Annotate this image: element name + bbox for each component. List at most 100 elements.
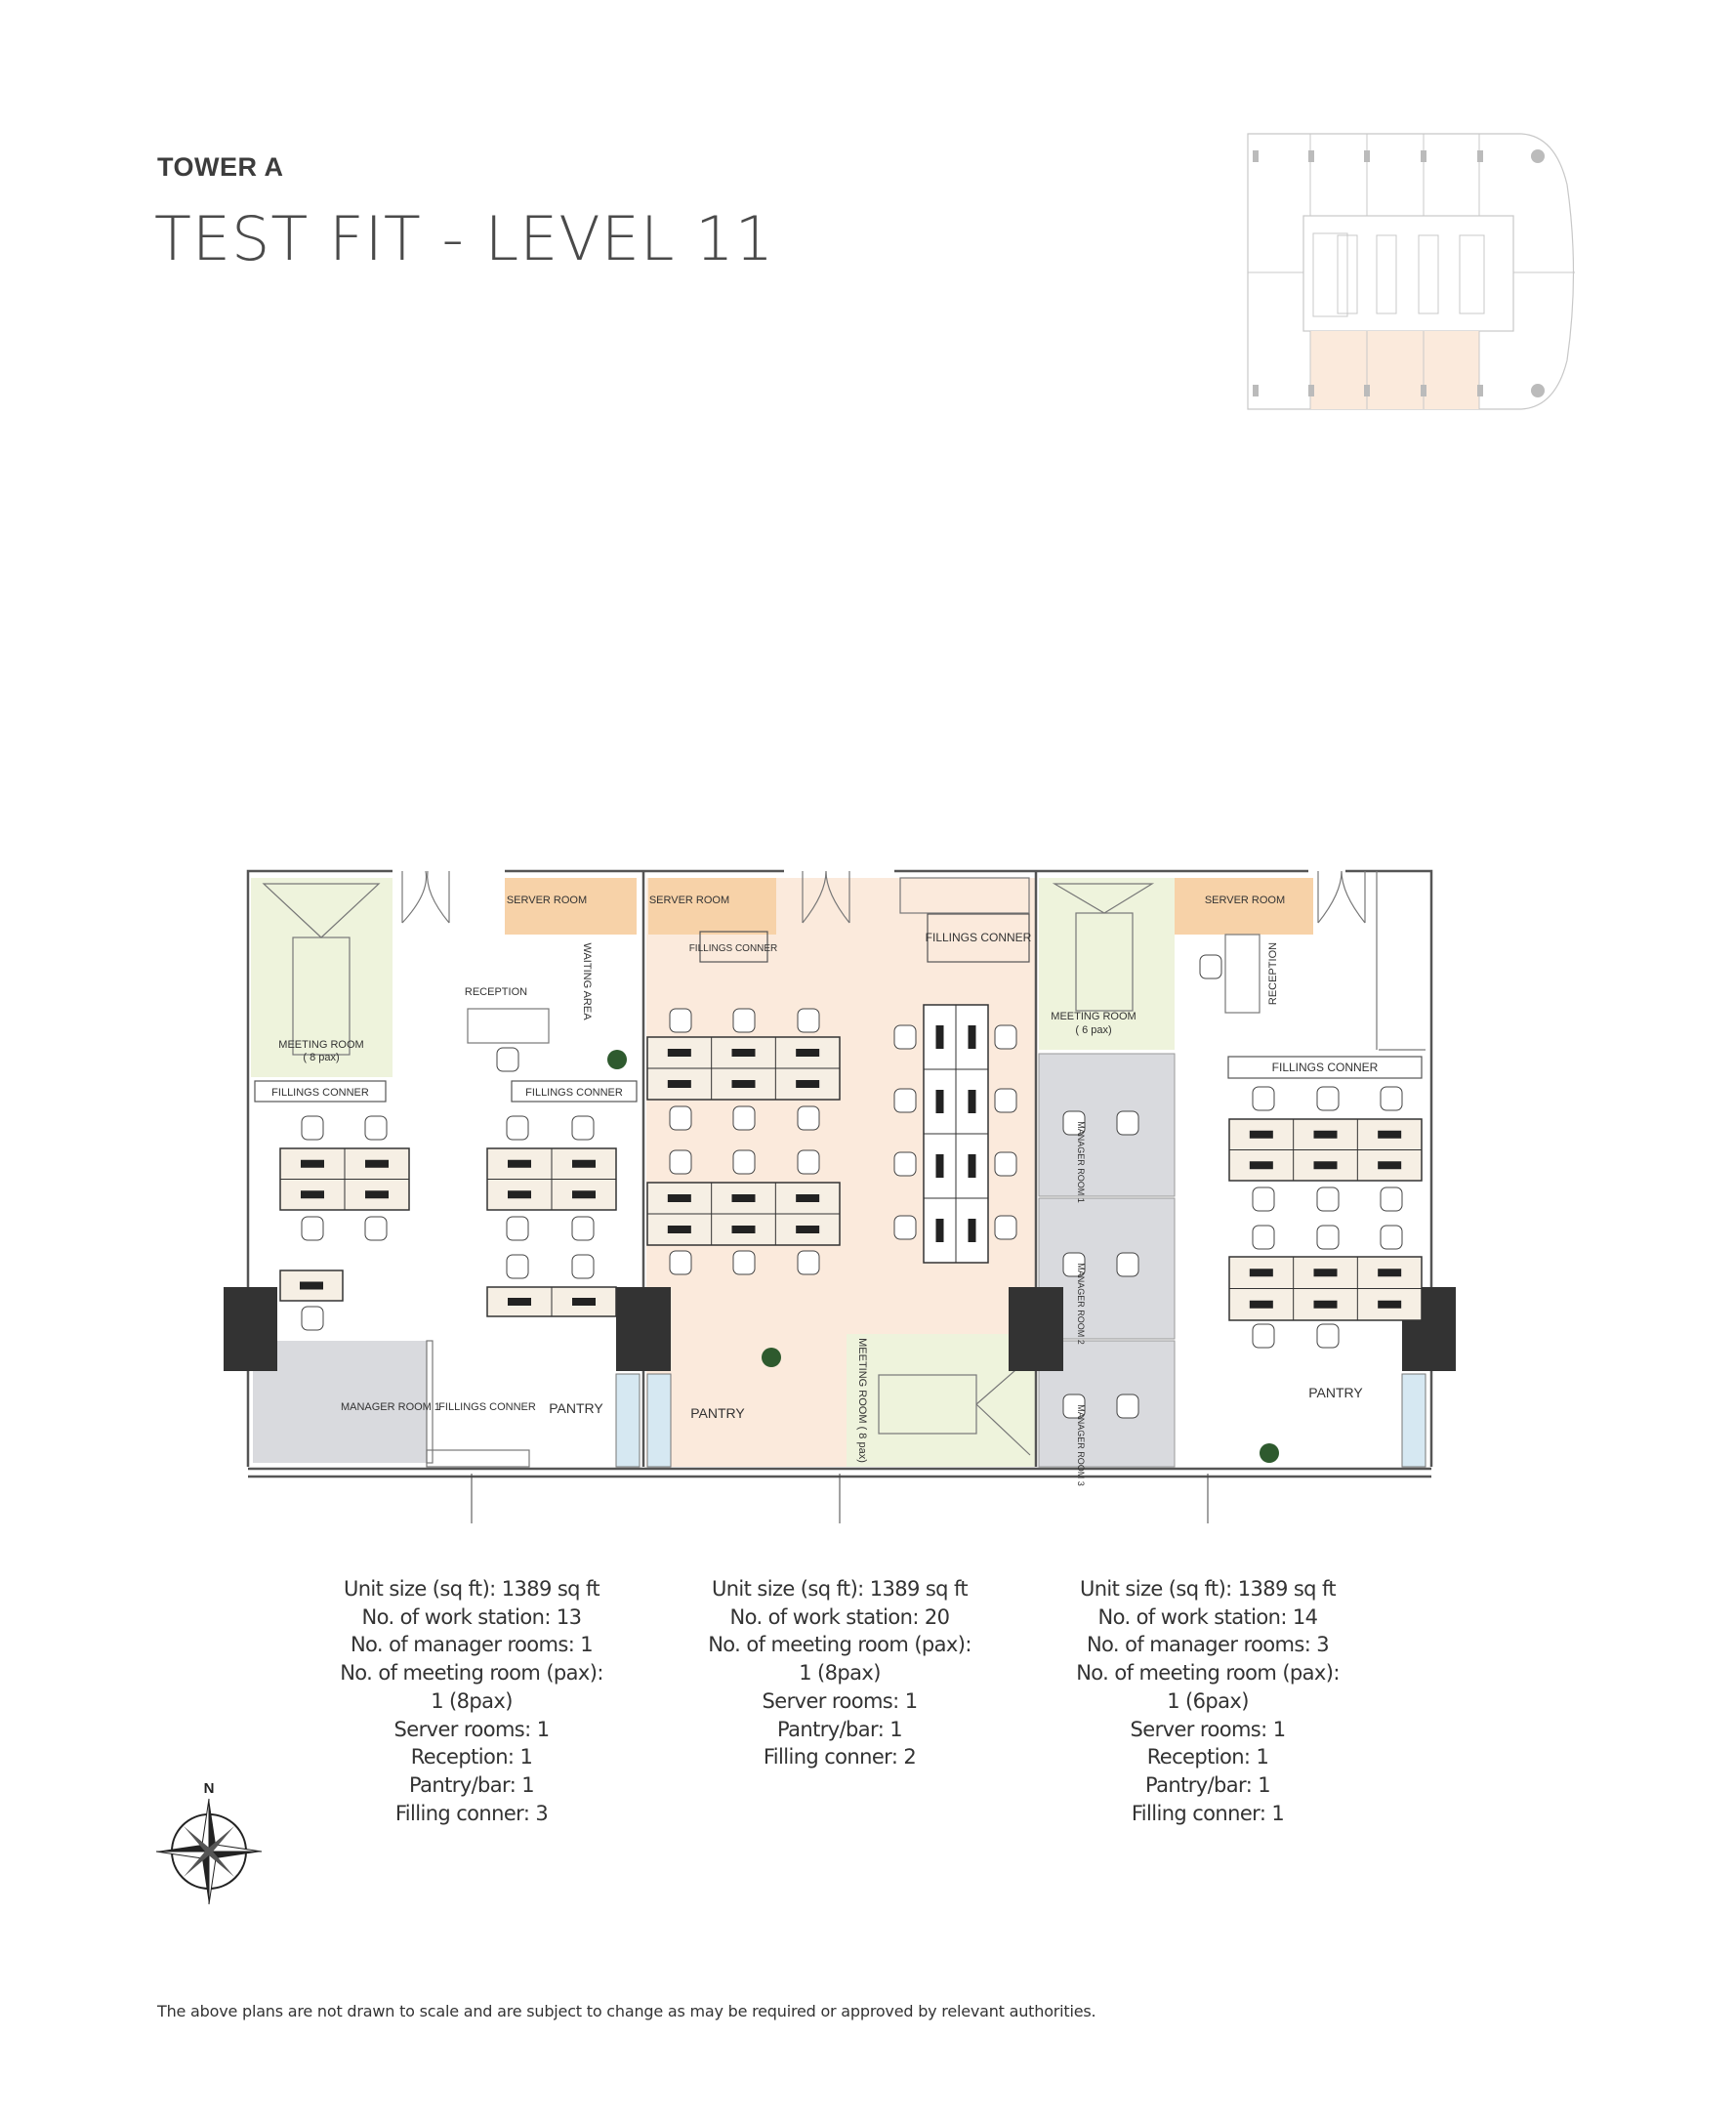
label-meeting-pax: ( 8 pax) (303, 1052, 339, 1063)
label-server-room: SERVER ROOM (1205, 895, 1285, 906)
right-manager-room-1 (1038, 1053, 1176, 1197)
chair-icon (1062, 1110, 1086, 1136)
floor-plan: MEETING ROOM ( 8 pax) SERVER ROOM RECEPT… (224, 869, 1456, 1523)
unit-info-line: 1 (6pax) (1167, 1688, 1249, 1713)
chair-icon (506, 1216, 529, 1241)
workstation-cluster (923, 1004, 989, 1264)
plant-icon (762, 1348, 781, 1367)
unit-info-line: Pantry/bar: 1 (408, 1772, 535, 1797)
column (616, 1287, 671, 1371)
column (1009, 1287, 1063, 1371)
workstation-cluster (1228, 1256, 1423, 1321)
page-title: TEST FIT - LEVEL 11 (154, 203, 775, 274)
unit-info-line: Filling conner: 2 (763, 1745, 917, 1769)
chair-icon (506, 1115, 529, 1141)
chair-icon (571, 1216, 595, 1241)
label-fillings-conner: FILLINGS CONNER (525, 1087, 623, 1099)
chair-icon (732, 1105, 756, 1131)
compass-north-label: N (204, 1780, 215, 1797)
unit-info-line: Filling conner: 3 (394, 1801, 549, 1825)
label-waiting-area: WAITING AREA (581, 942, 593, 1020)
chair-icon (994, 1088, 1017, 1113)
label-fillings-conner: FILLINGS CONNER (271, 1087, 369, 1099)
label-fillings-conner: FILLINGS CONNER (438, 1401, 536, 1413)
unit-info-line: No. of meeting room (pax): (340, 1661, 603, 1686)
chair-icon (669, 1250, 692, 1275)
chair-icon (669, 1008, 692, 1033)
chair-icon (994, 1024, 1017, 1050)
label-pantry: PANTRY (549, 1400, 603, 1416)
chair-icon (571, 1115, 595, 1141)
unit-info-line: No. of manager rooms: 1 (350, 1633, 594, 1657)
chair-icon (797, 1105, 820, 1131)
chair-icon (1252, 1086, 1275, 1111)
unit-info-line: Pantry/bar: 1 (776, 1717, 903, 1741)
chair-icon (1316, 1323, 1340, 1349)
chair-icon (994, 1215, 1017, 1240)
chair-icon (669, 1105, 692, 1131)
unit-info-line: Unit size (sq ft): 1389 sq ft (343, 1577, 600, 1601)
middle-meeting-room (847, 1334, 1036, 1467)
chair-icon (1252, 1323, 1275, 1349)
workstation-cluster (646, 1182, 841, 1246)
right-server-room (1175, 878, 1313, 935)
chair-icon (301, 1115, 324, 1141)
label-pantry: PANTRY (690, 1405, 745, 1421)
chair-icon (893, 1088, 917, 1113)
chair-icon (364, 1115, 388, 1141)
chair-icon (1380, 1186, 1403, 1212)
unit-info-line: Reception: 1 (410, 1745, 533, 1769)
chair-icon (364, 1216, 388, 1241)
workstation-cluster (486, 1286, 617, 1317)
chair-icon (893, 1151, 917, 1177)
chair-icon (732, 1149, 756, 1175)
left-server-room (505, 878, 637, 935)
unit-info-line: 1 (8pax) (799, 1661, 881, 1686)
right-meeting-room (1039, 878, 1175, 1050)
chair-icon (1062, 1252, 1086, 1277)
chair-icon (1116, 1252, 1139, 1277)
unit-info-line: No. of meeting room (pax): (708, 1633, 971, 1657)
left-manager-room (253, 1341, 427, 1463)
unit-info-line: Server rooms: 1 (762, 1688, 919, 1713)
chair-icon (1380, 1086, 1403, 1111)
label-meeting-room: MEETING ROOM ( 8 pax) (856, 1338, 868, 1463)
compass-rose-icon: N (155, 1780, 263, 1905)
label-server-room: SERVER ROOM (649, 895, 729, 906)
chair-icon (301, 1306, 324, 1331)
chair-icon (1199, 954, 1222, 979)
workstation-cluster (279, 1147, 410, 1211)
plant-icon (1260, 1443, 1279, 1463)
label-fillings-conner: FILLINGS CONNER (689, 943, 778, 954)
chair-icon (1380, 1225, 1403, 1250)
chair-icon (1116, 1394, 1139, 1419)
middle-server-room (648, 878, 776, 935)
key-plan (1247, 133, 1575, 410)
workstation-cluster (1228, 1118, 1423, 1182)
chair-icon (1316, 1186, 1340, 1212)
label-manager-room: MANAGER ROOM 2 (1076, 1263, 1086, 1345)
unit-info-line: Unit size (sq ft): 1389 sq ft (1079, 1577, 1337, 1601)
unit-info-line: Reception: 1 (1146, 1745, 1269, 1769)
chair-icon (797, 1149, 820, 1175)
label-manager-room: MANAGER ROOM 3 (1076, 1404, 1086, 1486)
chair-icon (1316, 1086, 1340, 1111)
unit-info-line: 1 (8pax) (431, 1688, 513, 1713)
chair-icon (1316, 1225, 1340, 1250)
label-meeting-pax: ( 6 pax) (1075, 1024, 1111, 1036)
unit-info-line: No. of work station: 13 (361, 1604, 583, 1629)
chair-icon (893, 1215, 917, 1240)
label-server-room: SERVER ROOM (507, 895, 587, 906)
unit-info-line: Filling conner: 1 (1131, 1801, 1285, 1825)
unit-info-line: No. of manager rooms: 3 (1086, 1633, 1330, 1657)
label-pantry: PANTRY (1308, 1385, 1363, 1400)
unit-info-line: No. of meeting room (pax): (1076, 1661, 1340, 1686)
chair-icon (797, 1008, 820, 1033)
unit-info-line: Pantry/bar: 1 (1144, 1772, 1271, 1797)
label-reception: RECEPTION (465, 986, 527, 998)
chair-icon (301, 1216, 324, 1241)
unit-info-left: Unit size (sq ft): 1389 sq ft No. of work… (315, 1575, 628, 1827)
unit-info-line: Unit size (sq ft): 1389 sq ft (711, 1577, 969, 1601)
chair-icon (1252, 1186, 1275, 1212)
